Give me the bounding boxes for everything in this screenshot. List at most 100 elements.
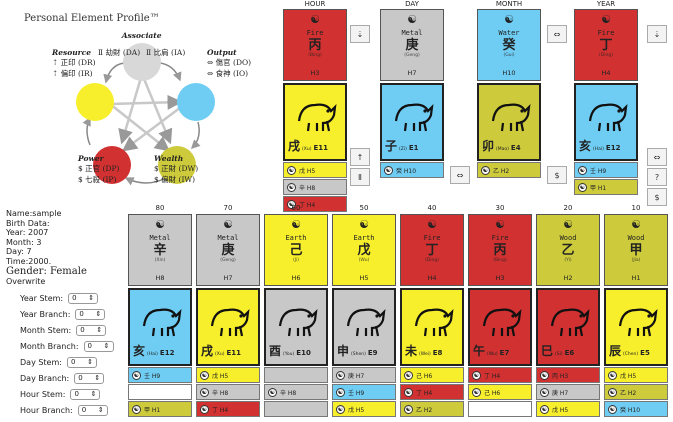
birth-line: Birth Data: xyxy=(6,218,50,228)
branch-box[interactable]: 卯(Mao)E4 xyxy=(477,83,541,161)
month-branch-op-button[interactable]: $ xyxy=(547,166,567,184)
branch-caption: 辰(Chen)E5 xyxy=(609,342,650,359)
zodiac-animal-icon xyxy=(414,308,454,337)
yin-yang-icon: ☯ xyxy=(427,218,437,231)
stem-element: Metal xyxy=(217,234,239,242)
stepper-arrows-icon: ⇕ xyxy=(88,294,95,302)
hour-branch-op-button-1[interactable]: ↑ xyxy=(350,148,370,166)
overwrite-stepper[interactable]: 0⇕ xyxy=(75,308,106,320)
yin-yang-icon: ☯ xyxy=(336,404,345,414)
stem-code: H8 xyxy=(155,274,165,282)
stem-char: 丁 xyxy=(425,243,439,258)
yin-yang-icon: ☯ xyxy=(287,199,296,209)
stepper-arrows-icon: ⇕ xyxy=(94,374,101,382)
branch-box[interactable]: 辰(Chen)E5 xyxy=(604,288,668,366)
branch-box[interactable]: 酉(You)E10 xyxy=(264,288,328,366)
overwrite-row-label: Day Branch: xyxy=(20,373,70,383)
overwrite-row-label: Hour Branch: xyxy=(20,405,73,415)
yin-yang-icon: ☯ xyxy=(601,13,611,26)
hidden-stem-text: 己 H6 xyxy=(484,389,501,397)
zodiac-animal-icon xyxy=(278,308,318,337)
hidden-stem-row xyxy=(264,401,328,417)
yin-yang-icon: ☯ xyxy=(540,370,549,380)
branch-code: E8 xyxy=(432,349,443,357)
year-stem-op-button[interactable]: ⇣ xyxy=(647,25,667,43)
hidden-stem-row: ☯辛 H8 xyxy=(196,384,260,400)
yin-yang-icon: ☯ xyxy=(578,165,587,175)
overwrite-stepper[interactable]: 0⇕ xyxy=(74,372,105,384)
yin-yang-icon: ☯ xyxy=(472,387,481,397)
day-branch-op-button[interactable]: ⇔ xyxy=(450,166,470,184)
branch-box[interactable]: 巳(Si)E6 xyxy=(536,288,600,366)
hidden-stem-text: 丁 H4 xyxy=(484,372,501,380)
fire-circle xyxy=(93,146,131,184)
overwrite-form: Year Stem:0⇕Year Branch:0⇕Month Stem:0⇕M… xyxy=(20,290,114,418)
branch-code: E5 xyxy=(640,349,650,357)
hour-branch-op-button-2[interactable]: Ⅱ xyxy=(350,168,370,186)
branch-char: 辰 xyxy=(609,344,622,358)
overwrite-stepper[interactable]: 0⇕ xyxy=(70,388,101,400)
stem-element: Fire xyxy=(306,29,324,37)
branch-box[interactable]: 午(Wu)E7 xyxy=(468,288,532,366)
stem-code: H6 xyxy=(291,274,301,282)
overwrite-stepper[interactable]: 0⇕ xyxy=(68,292,99,304)
branch-box[interactable]: 未(Wei)E8 xyxy=(400,288,464,366)
water-circle xyxy=(177,83,215,121)
hidden-stem-row: ☯戊 H5 xyxy=(332,401,396,417)
hidden-stem-text: 戊 H5 xyxy=(348,406,365,414)
stem-element: Fire xyxy=(597,29,615,37)
branch-pinyin: (You) xyxy=(283,352,295,357)
overwrite-label: Overwrite xyxy=(6,277,46,286)
wood-circle xyxy=(158,146,196,184)
year-branch-op-button-3[interactable]: $ xyxy=(647,188,667,206)
branch-box[interactable]: 亥(Hai)E12 xyxy=(574,83,638,161)
stepper-arrows-icon: ⇕ xyxy=(96,326,103,334)
hidden-stem-row: ☯戊 H5 xyxy=(283,162,347,178)
profile-title: Personal Element Profile™ xyxy=(24,13,160,24)
zodiac-animal-icon xyxy=(210,308,250,337)
year-branch-op-button-2[interactable]: ? xyxy=(647,168,667,186)
hidden-stem-text: 辛 H8 xyxy=(280,389,297,397)
stem-code: H3 xyxy=(495,274,505,282)
stem-code: H4 xyxy=(601,69,611,77)
overwrite-stepper[interactable]: 0⇕ xyxy=(66,356,97,368)
pillar-header: HOUR xyxy=(304,0,326,8)
overwrite-stepper[interactable]: 0⇕ xyxy=(83,340,114,352)
earth-circle xyxy=(76,83,114,121)
branch-box[interactable]: 申(Shen)E9 xyxy=(332,288,396,366)
stem-pinyin: (Ji) xyxy=(292,258,300,263)
year-branch-op-button-1[interactable]: ⇔ xyxy=(647,148,667,166)
overwrite-stepper[interactable]: 0⇕ xyxy=(76,324,107,336)
branch-box[interactable]: 戌(Xu)E11 xyxy=(196,288,260,366)
gender-line: Gender: Female xyxy=(6,266,87,277)
yin-yang-icon: ☯ xyxy=(291,218,301,231)
hidden-stem-text: 庚 H7 xyxy=(348,372,365,380)
overwrite-stepper[interactable]: 0⇕ xyxy=(77,404,108,416)
branch-code: E12 xyxy=(159,349,175,357)
hidden-stem-row: ☯乙 H2 xyxy=(400,401,464,417)
yin-yang-icon: ☯ xyxy=(336,387,345,397)
day-month-op-button[interactable]: ⇔ xyxy=(547,25,567,43)
branch-box[interactable]: 亥(Hai)E12 xyxy=(128,288,192,366)
branch-box[interactable]: 子(Zi)E1 xyxy=(380,83,444,161)
branch-code: E11 xyxy=(226,349,241,357)
wealth-label: Wealth $ 正財 (DW) $ 偏財 (IW) xyxy=(154,154,199,184)
hour-stem-op-button[interactable]: ⇣ xyxy=(350,25,370,43)
overwrite-row: Day Branch: 0⇕ xyxy=(20,370,114,386)
branch-caption: 戌(Xu)E11 xyxy=(288,137,328,154)
branch-box[interactable]: 戌(Xu)E11 xyxy=(283,83,347,161)
